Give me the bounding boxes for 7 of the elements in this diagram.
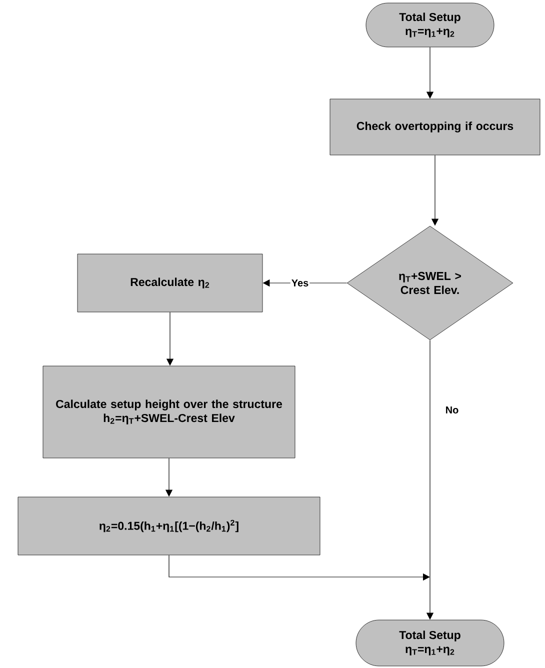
edge-label: Yes	[290, 278, 310, 288]
process-box: Recalculate η$_{2}$	[77, 254, 263, 312]
edge-label: No	[444, 406, 460, 414]
formula-box: η$_{2}$=0.15(h$_{1}$+η$_{1}$[(1−(h$_{2}$/h$_{1}$)$^{2}$]	[18, 496, 320, 556]
process-box: Calculate setup height over the structure h$_{2}$=η$_{T}$+SWEL-Crest Elev	[42, 366, 296, 458]
terminal-oval: Total Setup η$_{T}$=η$_{1}$+η$_{2}$	[356, 620, 504, 666]
process-box: Check overtopping if occurs	[330, 98, 540, 156]
